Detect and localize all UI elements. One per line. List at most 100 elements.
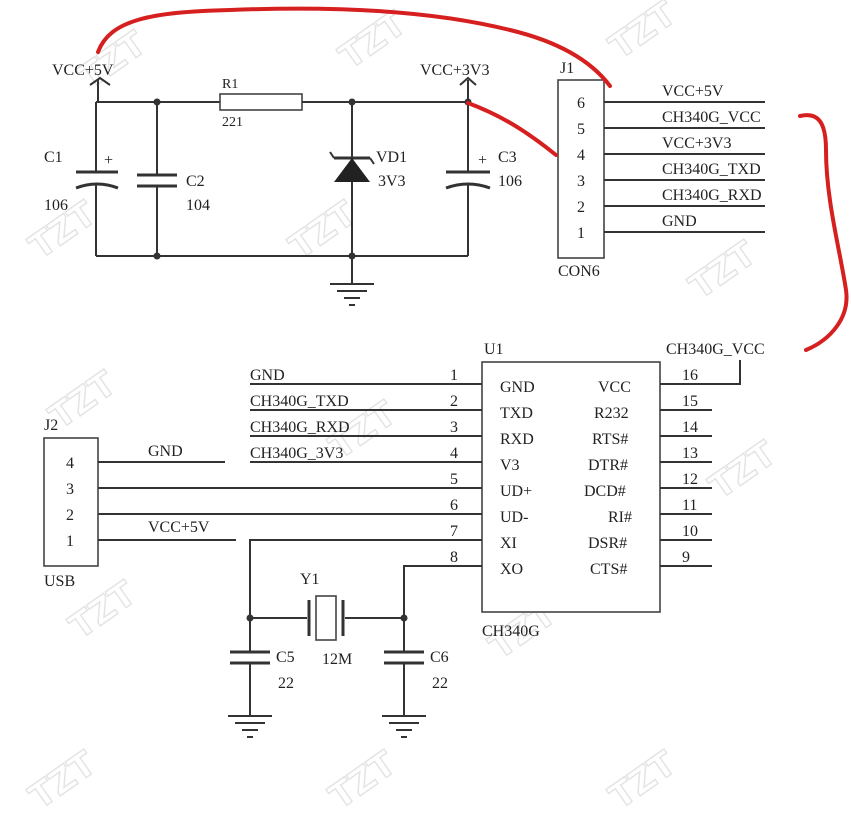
red-annotations xyxy=(96,6,849,352)
j1-connector: J1 CON6 6 VCC+5V 5 CH340G_VCC 4 VCC+3V3 … xyxy=(557,60,765,280)
u1-pin-wire xyxy=(249,539,482,618)
u1-name: CH340G xyxy=(482,623,540,640)
u1-pin-name: VCC xyxy=(598,379,631,396)
j1-net-label: VCC+5V xyxy=(662,83,724,100)
c5-ref: C5 xyxy=(276,649,295,666)
j1-pin-row: 5 CH340G_VCC xyxy=(577,109,765,138)
u1-left-pin: 5 UD+ xyxy=(98,471,532,500)
j1-pin-number: 2 xyxy=(577,199,585,216)
u1-ref: U1 xyxy=(484,341,504,358)
j1-pin-row: 4 VCC+3V3 xyxy=(577,135,765,164)
j1-pin-row: 1 GND xyxy=(577,213,765,242)
u1-left-pin: 6 UD- xyxy=(98,497,528,526)
u1-pin-name: UD+ xyxy=(500,483,532,500)
c1-ref: C1 xyxy=(44,149,63,166)
y1-crystal xyxy=(315,595,337,641)
junction-dot xyxy=(153,252,161,260)
u1-pin-number: 1 xyxy=(450,367,458,384)
u1-pin-number: 13 xyxy=(682,445,698,462)
c1-polarity: + xyxy=(104,152,113,169)
red-annotation-line-3v3 xyxy=(466,101,558,157)
u1-chip: U1 CH340G CH340G_VCC GND 1 GND CH340G_TX… xyxy=(98,341,765,640)
u1-pin-number: 4 xyxy=(450,445,458,462)
c3-polarity: + xyxy=(478,152,487,169)
u1-vcc-net-label: CH340G_VCC xyxy=(666,341,765,358)
j2-gnd-net: GND xyxy=(148,443,183,460)
j2-pin-number: 4 xyxy=(66,455,74,472)
r1-ref: R1 xyxy=(222,77,238,92)
c3-value: 106 xyxy=(498,173,522,190)
j1-net-label: VCC+3V3 xyxy=(662,135,731,152)
u1-pin-number: 10 xyxy=(682,523,698,540)
watermark-text: TZT xyxy=(682,233,764,307)
u1-pin-number: 9 xyxy=(682,549,690,566)
u1-pin-wire xyxy=(403,565,482,618)
u1-pin-number: 11 xyxy=(682,497,697,514)
vcc5-arrow xyxy=(89,76,111,86)
j2-name: USB xyxy=(44,573,75,590)
vd1-ref: VD1 xyxy=(376,149,407,166)
j1-pin-number: 3 xyxy=(577,173,585,190)
j1-pin-number: 4 xyxy=(577,147,585,164)
u1-pin-number: 14 xyxy=(682,419,698,436)
u1-pin-name: DCD# xyxy=(584,483,626,500)
watermark-text: TZT xyxy=(702,433,784,507)
u1-left-pin: GND 1 GND xyxy=(250,367,535,396)
u1-pin-name: CTS# xyxy=(590,561,627,578)
j1-body xyxy=(557,79,605,259)
u1-pin-number: 2 xyxy=(450,393,458,410)
vd1-bar-tip xyxy=(369,157,375,165)
watermark-text: TZT xyxy=(602,0,684,67)
u1-pin-name: R232 xyxy=(594,405,629,422)
u1-left-pin: 7 XI xyxy=(249,523,517,618)
vcc3-label: VCC+3V3 xyxy=(420,62,489,79)
j1-pin-row: 2 CH340G_RXD xyxy=(577,187,765,216)
u1-right-pin: RTS# 14 xyxy=(592,419,712,448)
j1-ref: J1 xyxy=(560,60,574,77)
u1-pin-name: XI xyxy=(500,535,517,552)
u1-pin-name: RI# xyxy=(608,509,632,526)
j1-pin-number: 6 xyxy=(577,95,585,112)
u1-pin-number: 16 xyxy=(682,367,698,384)
u1-pin-number: 15 xyxy=(682,393,698,410)
u1-vcc-wire xyxy=(660,360,741,385)
u1-pin-number: 3 xyxy=(450,419,458,436)
u1-pin-number: 8 xyxy=(450,549,458,566)
u1-pin-name: DTR# xyxy=(588,457,628,474)
u1-left-pin: CH340G_3V3 4 V3 xyxy=(250,445,520,474)
u1-pin-name: TXD xyxy=(500,405,533,422)
ground-icon xyxy=(228,715,272,738)
u1-left-pin: 8 XO xyxy=(403,549,523,618)
y1-value: 12M xyxy=(322,651,352,668)
u1-pin-number: 12 xyxy=(682,471,698,488)
j1-net-label: CH340G_RXD xyxy=(662,187,762,204)
vcc5-label: VCC+5V xyxy=(52,62,114,79)
j1-net-label: CH340G_TXD xyxy=(662,161,761,178)
u1-right-pin: RI# 11 xyxy=(608,497,712,526)
u1-left-pin: CH340G_TXD 2 TXD xyxy=(250,393,533,422)
j1-net-label: CH340G_VCC xyxy=(662,109,761,126)
j2-body xyxy=(43,437,99,567)
watermark-text: TZT xyxy=(22,743,104,817)
j2-ref: J2 xyxy=(44,417,58,434)
j1-net-label: GND xyxy=(662,213,697,230)
j1-pin-row: 3 CH340G_TXD xyxy=(577,161,765,190)
u1-right-pin: VCC 16 xyxy=(598,367,698,396)
c6-value: 22 xyxy=(432,675,448,692)
c1-plate-curved xyxy=(75,182,119,190)
j1-pin-row: 6 VCC+5V xyxy=(577,83,765,112)
vd1-value: 3V3 xyxy=(378,173,406,190)
crystal-section: Y1 12M C5 22 C6 22 xyxy=(228,571,449,738)
watermark-text: TZT xyxy=(72,23,154,97)
j2-pin-number: 3 xyxy=(66,481,74,498)
j1-name: CON6 xyxy=(558,263,600,280)
u1-right-pin: R232 15 xyxy=(594,393,712,422)
red-annotation-line-ch340g-vcc xyxy=(798,113,849,352)
u1-net-label: CH340G_TXD xyxy=(250,393,349,410)
power-section: VCC+5V VCC+3V3 R1 221 + C1 106 C2 104 xyxy=(44,62,522,306)
u1-right-pin: DTR# 13 xyxy=(588,445,712,474)
red-annotation-line-5v xyxy=(96,6,612,88)
c5-value: 22 xyxy=(278,675,294,692)
u1-pin-name: GND xyxy=(500,379,535,396)
